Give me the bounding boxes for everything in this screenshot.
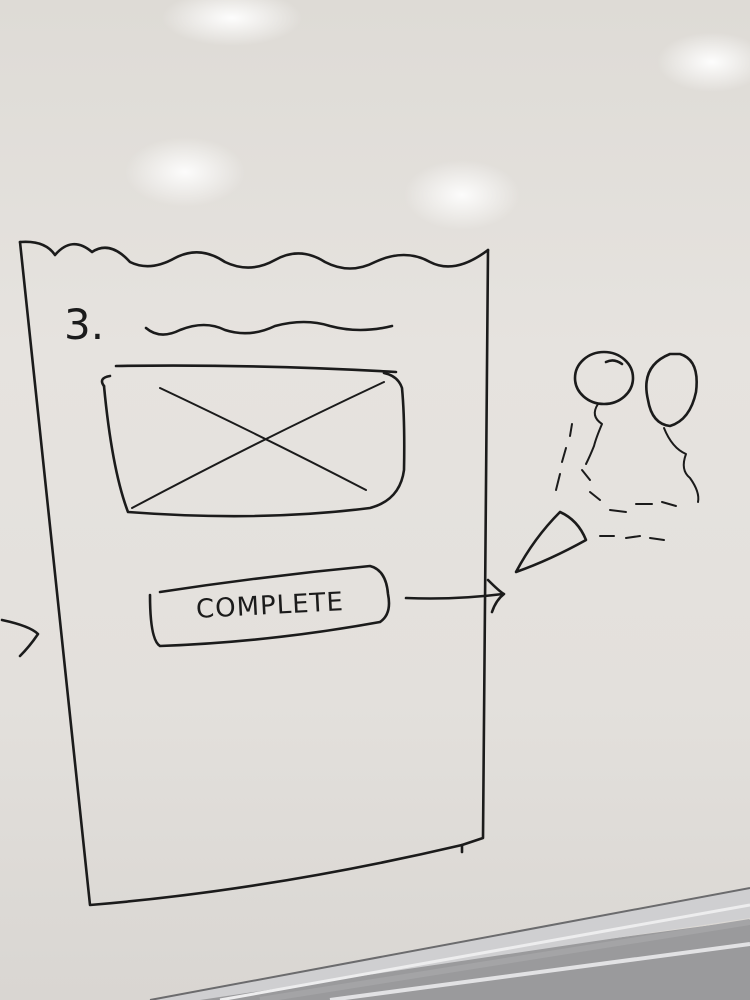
step-number: 3. [64,300,105,349]
